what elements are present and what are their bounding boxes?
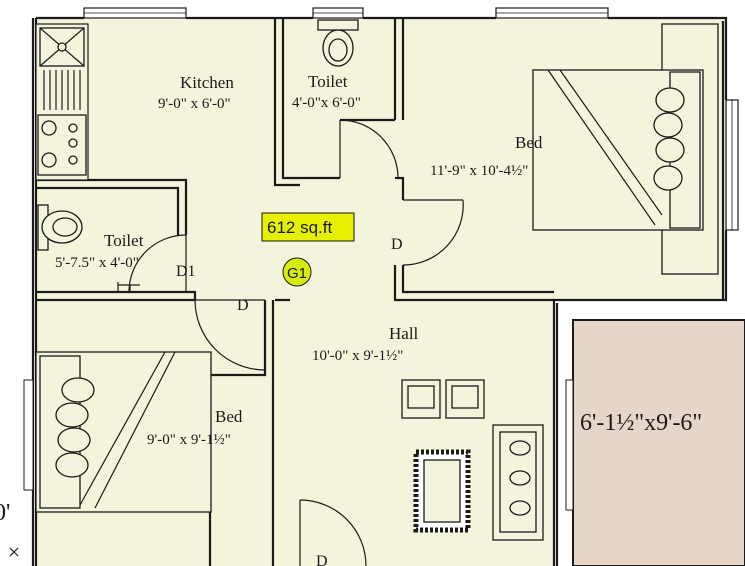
wc-top [317, 19, 359, 67]
edge-cross [9, 547, 19, 557]
bed-bottom [35, 351, 212, 513]
bed-top [532, 23, 719, 275]
door-tag-d-entry: D [316, 553, 328, 566]
bed-top-name: Bed [515, 133, 543, 152]
door-tag-d-bed: D [237, 297, 249, 314]
unit-marker: G1 [282, 257, 312, 287]
toilet-top-name: Toilet [308, 72, 348, 91]
kitchen-name: Kitchen [180, 73, 234, 92]
door-tag-d-hall: D [391, 236, 403, 253]
windows [23, 7, 739, 491]
hall-name: Hall [389, 324, 419, 343]
area-label: 612 sq.ft [267, 218, 332, 237]
unit-marker-label: G1 [287, 265, 307, 282]
hall-furniture [401, 379, 544, 541]
door-tag-d1: D1 [176, 263, 196, 280]
bed-bottom-dims: 9'-0" x 9'-1½" [147, 432, 231, 448]
kitchen-counter [35, 23, 89, 181]
toilet-left-dims: 5'-7.5" x 4'-0" [55, 255, 139, 271]
area-badge: 612 sq.ft [261, 212, 355, 242]
bed-top-dims: 11'-9" x 10'-4½" [430, 163, 528, 179]
kitchen-dims: 9'-0" x 6'-0" [158, 96, 231, 112]
bed-bottom-name: Bed [215, 407, 243, 426]
exterior-block [565, 319, 745, 566]
exterior-dims: 6'-1½"x9'-6" [580, 410, 702, 436]
toilet-top-dims: 4'-0"x 6'-0" [292, 95, 361, 111]
drain-board [43, 70, 81, 110]
wc-left [37, 204, 140, 292]
edge-fragment: 0' [0, 500, 10, 526]
door-tags: D1 D D D [176, 236, 403, 566]
hall-dims: 10'-0" x 9'-1½" [312, 348, 403, 364]
toilet-left-name: Toilet [104, 231, 144, 250]
room-labels: Kitchen 9'-0" x 6'-0" Toilet 4'-0"x 6'-0… [55, 72, 543, 448]
doors [128, 119, 464, 566]
